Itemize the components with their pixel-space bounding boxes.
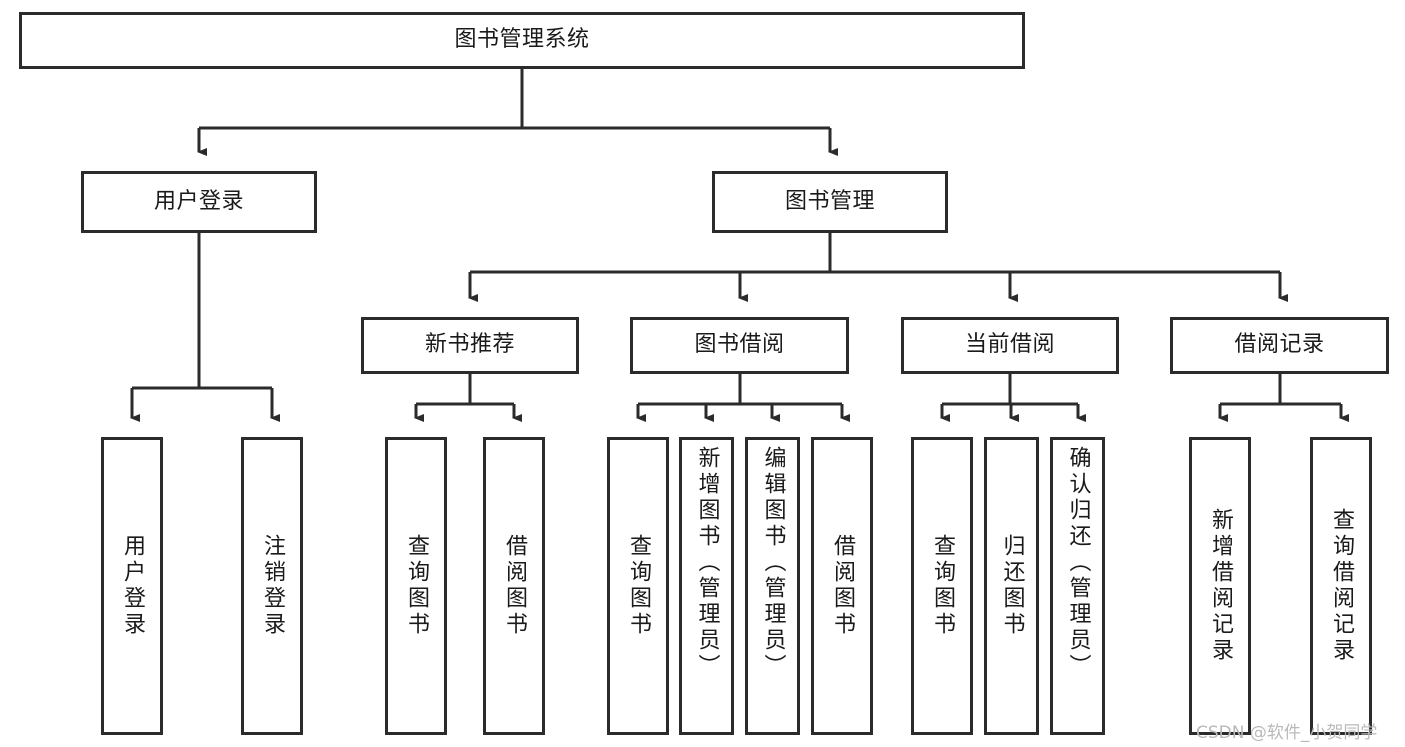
node-book-borrow[interactable]: 图书借阅 bbox=[630, 317, 849, 374]
node-book-borrow-label: 图书借阅 bbox=[694, 332, 785, 358]
connectors-borrowrecord-to-leaves bbox=[1218, 374, 1349, 422]
node-current-borrow[interactable]: 当前借阅 bbox=[901, 317, 1119, 374]
connectors-bookborrow-to-leaves bbox=[636, 374, 850, 422]
node-leaf-add-record[interactable]: 新增借阅记录 bbox=[1189, 437, 1251, 735]
node-leaf-return-book-label: 归还图书 bbox=[999, 534, 1025, 638]
node-leaf-user-login[interactable]: 用户登录 bbox=[101, 437, 163, 735]
node-leaf-query-book-1-label: 查询图书 bbox=[404, 534, 429, 638]
node-leaf-logout[interactable]: 注销登录 bbox=[241, 437, 303, 735]
node-leaf-query-book-2-label: 查询图书 bbox=[626, 534, 651, 638]
node-leaf-user-login-label: 用户登录 bbox=[120, 534, 145, 638]
node-leaf-add-book[interactable]: 新增图书（管理员） bbox=[679, 437, 734, 735]
node-leaf-query-book-3-label: 查询图书 bbox=[930, 534, 955, 638]
node-root-system-label: 图书管理系统 bbox=[454, 27, 590, 53]
connectors-root-to-level2 bbox=[197, 69, 838, 156]
node-book-manage[interactable]: 图书管理 bbox=[712, 171, 948, 233]
node-leaf-query-record[interactable]: 查询借阅记录 bbox=[1310, 437, 1372, 735]
node-root-system[interactable]: 图书管理系统 bbox=[19, 12, 1025, 69]
node-book-manage-label: 图书管理 bbox=[784, 188, 875, 214]
node-borrow-record[interactable]: 借阅记录 bbox=[1170, 317, 1389, 374]
node-leaf-query-book-2[interactable]: 查询图书 bbox=[607, 437, 669, 735]
node-user-login-label: 用户登录 bbox=[153, 188, 244, 214]
node-leaf-query-record-label: 查询借阅记录 bbox=[1329, 508, 1354, 664]
node-leaf-borrow-book-2[interactable]: 借阅图书 bbox=[811, 437, 873, 735]
node-leaf-add-book-label: 新增图书（管理员） bbox=[694, 446, 720, 680]
node-leaf-logout-label: 注销登录 bbox=[260, 534, 285, 638]
node-leaf-borrow-book-2-label: 借阅图书 bbox=[830, 534, 855, 638]
node-leaf-edit-book[interactable]: 编辑图书（管理员） bbox=[745, 437, 800, 735]
connectors-newbook-to-leaves bbox=[414, 374, 522, 422]
node-leaf-query-book-1[interactable]: 查询图书 bbox=[385, 437, 447, 735]
node-leaf-borrow-book-1-label: 借阅图书 bbox=[502, 534, 527, 638]
connectors-userlogin-to-leaves bbox=[130, 233, 280, 422]
node-new-book-rec[interactable]: 新书推荐 bbox=[361, 317, 579, 374]
connectors-bookmanage-to-level3 bbox=[468, 233, 1288, 302]
node-leaf-edit-book-label: 编辑图书（管理员） bbox=[760, 446, 786, 680]
node-new-book-rec-label: 新书推荐 bbox=[424, 332, 515, 358]
node-borrow-record-label: 借阅记录 bbox=[1234, 332, 1325, 358]
connectors-currentborrow-to-leaves bbox=[940, 374, 1086, 422]
node-leaf-add-record-label: 新增借阅记录 bbox=[1208, 508, 1233, 664]
node-leaf-return-book[interactable]: 归还图书 bbox=[984, 437, 1039, 735]
node-leaf-confirm-return[interactable]: 确认归还（管理员） bbox=[1050, 437, 1105, 735]
node-user-login[interactable]: 用户登录 bbox=[81, 171, 317, 233]
node-leaf-borrow-book-1[interactable]: 借阅图书 bbox=[483, 437, 545, 735]
node-current-borrow-label: 当前借阅 bbox=[964, 332, 1055, 358]
node-leaf-confirm-return-label: 确认归还（管理员） bbox=[1065, 446, 1091, 680]
node-leaf-query-book-3[interactable]: 查询图书 bbox=[911, 437, 973, 735]
